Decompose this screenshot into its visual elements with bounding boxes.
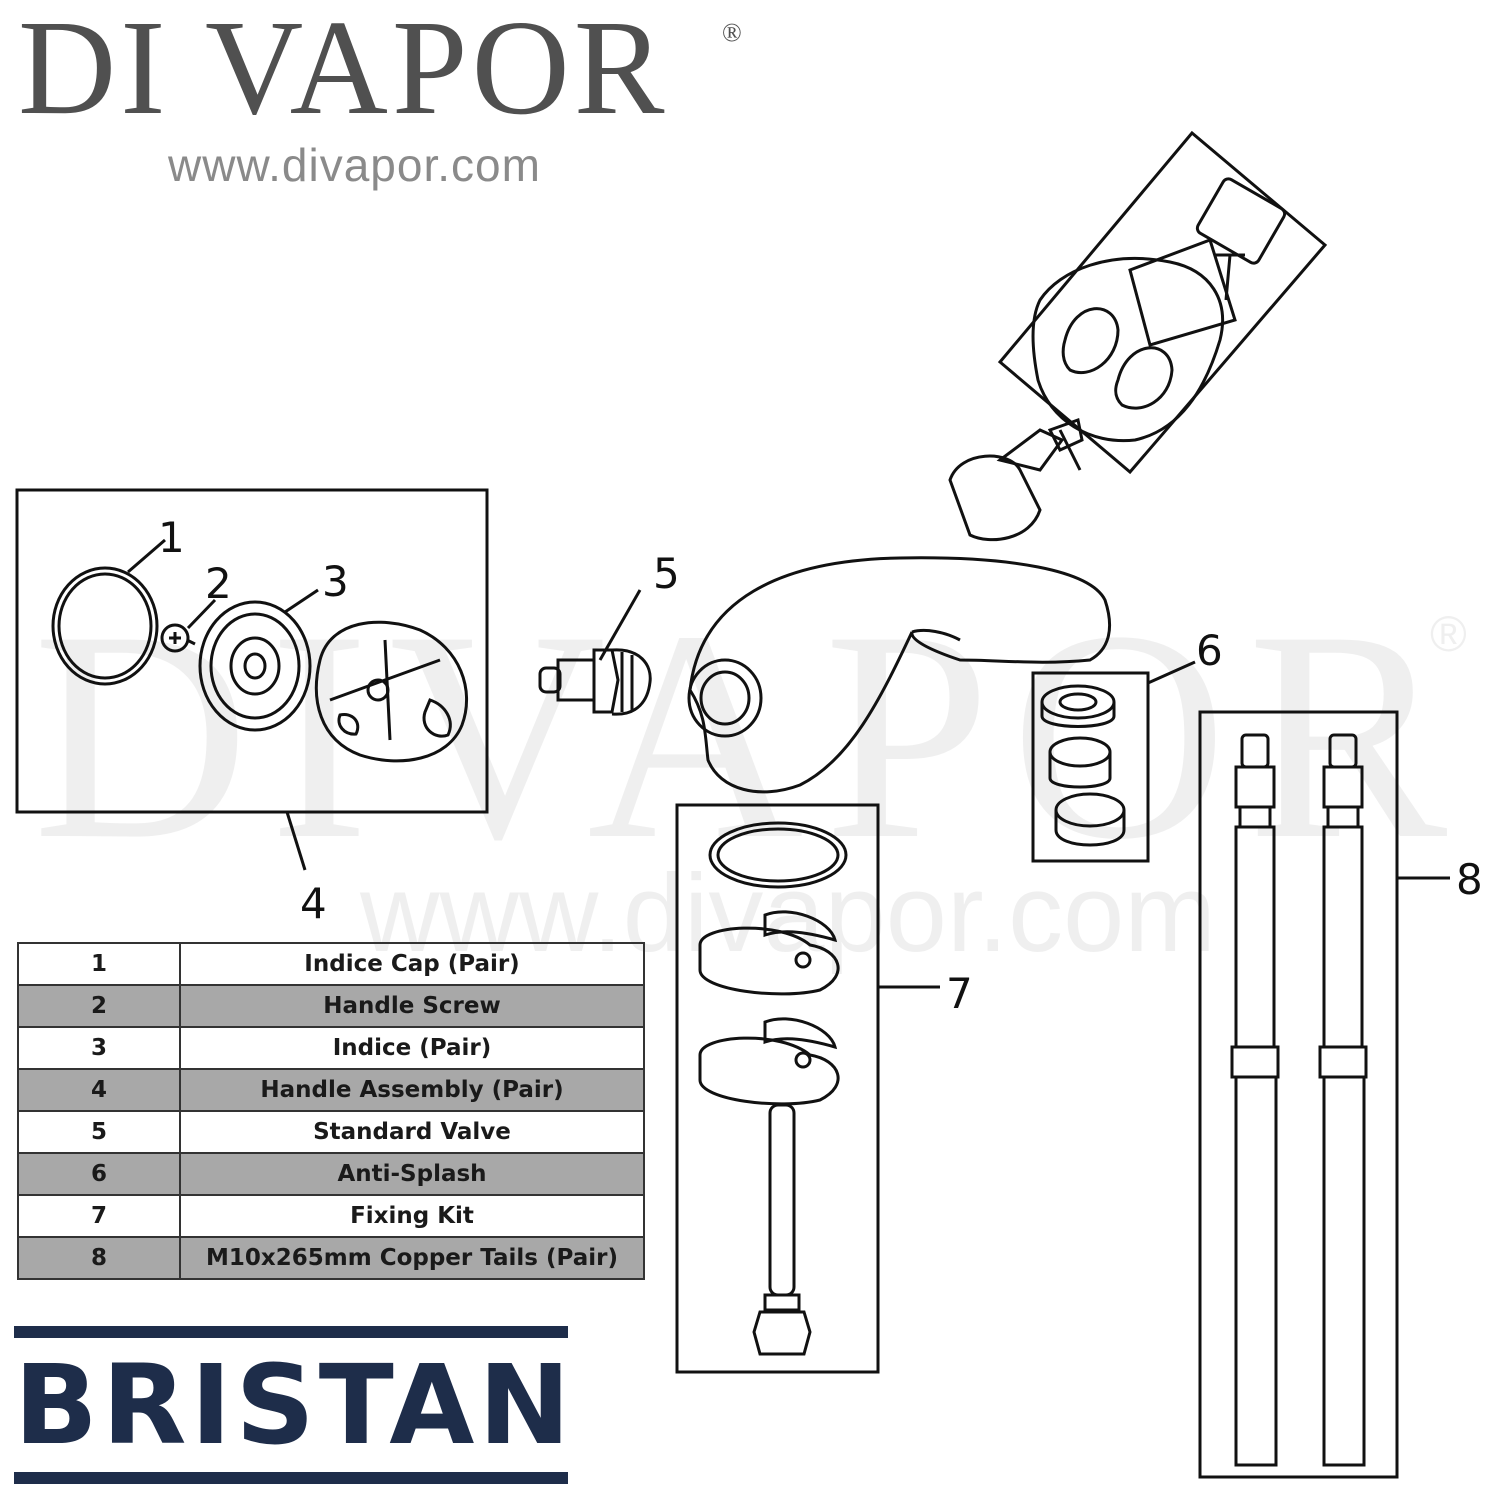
leader-line-4 bbox=[285, 811, 307, 871]
part-number: 5 bbox=[17, 1110, 181, 1154]
part-number: 2 bbox=[17, 984, 181, 1028]
fixing-kit-box bbox=[675, 803, 880, 1374]
leader-line-2 bbox=[186, 598, 217, 630]
indice-cap-part bbox=[51, 566, 159, 686]
copper-tail-right bbox=[1318, 733, 1368, 1467]
callout-4: 4 bbox=[300, 879, 327, 928]
copper-tails-box bbox=[1198, 710, 1399, 1479]
anti-splash-part bbox=[1031, 660, 1196, 863]
part-number: 4 bbox=[17, 1068, 181, 1112]
copper-tail-left bbox=[1230, 733, 1280, 1467]
table-row: 2 Handle Screw bbox=[17, 984, 645, 1028]
part-number: 3 bbox=[17, 1026, 181, 1070]
table-row: 7 Fixing Kit bbox=[17, 1194, 645, 1238]
callout-3: 3 bbox=[322, 557, 349, 606]
copper-tails-part bbox=[1198, 710, 1450, 1479]
table-row: 3 Indice (Pair) bbox=[17, 1026, 645, 1070]
part-number: 8 bbox=[17, 1236, 181, 1280]
part-description: Fixing Kit bbox=[179, 1194, 645, 1238]
registered-mark: ® bbox=[722, 18, 742, 47]
callout-2: 2 bbox=[205, 559, 232, 608]
leader-line-6 bbox=[1147, 660, 1196, 685]
table-row: 1 Indice Cap (Pair) bbox=[17, 942, 645, 986]
part-description: Handle Screw bbox=[179, 984, 645, 1028]
upper-handle-assembly bbox=[948, 130, 1328, 542]
table-row: 6 Anti-Splash bbox=[17, 1152, 645, 1196]
divapor-logo: DI VAPOR bbox=[18, 0, 669, 143]
indice-part bbox=[198, 600, 312, 732]
part-description: Anti-Splash bbox=[179, 1152, 645, 1196]
table-row: 5 Standard Valve bbox=[17, 1110, 645, 1154]
upper-assembly-box bbox=[997, 130, 1328, 475]
fixing-kit-part bbox=[675, 803, 940, 1374]
callout-7: 7 bbox=[946, 969, 973, 1018]
table-row: 4 Handle Assembly (Pair) bbox=[17, 1068, 645, 1112]
handle-head-part bbox=[314, 620, 469, 763]
anti-splash-box bbox=[1031, 671, 1150, 863]
part-number: 7 bbox=[17, 1194, 181, 1238]
part-description: Standard Valve bbox=[179, 1110, 645, 1154]
part-description: M10x265mm Copper Tails (Pair) bbox=[179, 1236, 645, 1280]
leader-line-5 bbox=[598, 589, 642, 661]
callout-1: 1 bbox=[158, 513, 185, 562]
brand-top-bar bbox=[14, 1326, 568, 1338]
leader-line-1 bbox=[127, 538, 166, 574]
parts-table: 1 Indice Cap (Pair) 2 Handle Screw 3 Ind… bbox=[17, 942, 645, 1280]
part-description: Indice (Pair) bbox=[179, 1026, 645, 1070]
leader-line-3 bbox=[284, 588, 319, 614]
callout-5: 5 bbox=[653, 549, 680, 598]
handle-assembly-box bbox=[15, 488, 489, 814]
website-url[interactable]: www.divapor.com bbox=[168, 139, 541, 191]
part-description: Handle Assembly (Pair) bbox=[179, 1068, 645, 1112]
spout-body-part bbox=[687, 556, 1112, 794]
part-number: 1 bbox=[17, 942, 181, 986]
handle-screw-part bbox=[160, 623, 196, 653]
callout-6: 6 bbox=[1196, 626, 1223, 675]
callout-8: 8 bbox=[1456, 855, 1483, 904]
table-row: 8 M10x265mm Copper Tails (Pair) bbox=[17, 1236, 645, 1280]
watermark-registered-mark: ® bbox=[1430, 606, 1467, 662]
bristan-logo: BRISTAN bbox=[14, 1341, 575, 1469]
part-description: Indice Cap (Pair) bbox=[179, 942, 645, 986]
standard-valve-part bbox=[538, 589, 652, 716]
brand-bottom-bar bbox=[14, 1472, 568, 1484]
part-number: 6 bbox=[17, 1152, 181, 1196]
